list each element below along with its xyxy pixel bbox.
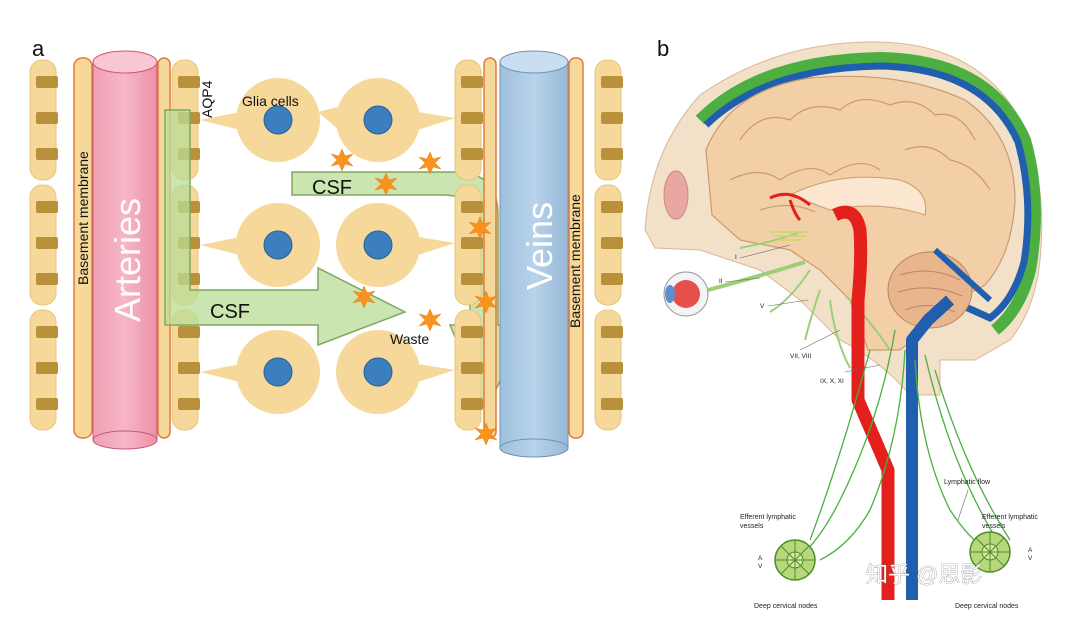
waste-particle [418, 308, 442, 332]
arteries-label: Arteries [107, 198, 148, 322]
csf-label-lower: CSF [210, 301, 250, 323]
panel-b-letter: b [657, 36, 669, 61]
glia-cell [200, 78, 345, 162]
jugular-vein [906, 295, 955, 600]
veins-label: Veins [519, 202, 560, 290]
waste-particle [330, 148, 354, 172]
glia-cell [336, 203, 455, 287]
nasal-tissue [663, 170, 689, 220]
basement-membrane-right-label: Basement membrane [567, 194, 583, 328]
glia-cells [200, 78, 455, 414]
csf-arrow-periarterial [164, 109, 407, 347]
node-mark-right-a: A [1028, 547, 1033, 554]
endothelial-column-left-outer [29, 59, 59, 431]
efferent-right-line1: Efferent lymphatic [982, 514, 1038, 521]
endothelial-column-right-outer [594, 59, 624, 431]
eye [663, 271, 709, 317]
cerebral-arteries [769, 192, 811, 222]
glia-cell [200, 330, 320, 414]
glia-cell [200, 203, 320, 287]
basement-membrane-vein-inner [483, 57, 497, 439]
corpus-callosum [788, 176, 927, 216]
glia-cell [336, 330, 455, 414]
glia-cell [336, 78, 455, 162]
leader-lines [724, 244, 969, 521]
artery-vessel [92, 50, 158, 450]
cerebellum [887, 251, 973, 329]
basement-membrane-left-label: Basement membrane [75, 151, 91, 285]
nerve-IX-X-XI-label: IX, X, XI [820, 378, 844, 385]
watermark: 知乎 @思影 [866, 562, 982, 587]
efferent-right-line2: vessels [982, 523, 1006, 530]
node-mark-left-a: A [758, 555, 763, 562]
lymph-node-left [774, 539, 816, 581]
basement-membrane-left [73, 57, 93, 439]
transverse-sinus [932, 247, 993, 303]
deep-nodes-right-label: Deep cervical nodes [955, 603, 1019, 610]
deep-nodes-left-label: Deep cervical nodes [754, 603, 818, 610]
glia-cells-label: Glia cells [242, 93, 299, 109]
nerve-V-label: V [760, 303, 765, 310]
panel-a: a Basement membrane Arteries AQP4 [29, 36, 624, 458]
waste-label: Waste [390, 331, 429, 347]
node-mark-left-v: V [758, 563, 763, 570]
basement-membrane-right [568, 57, 584, 439]
efferent-left-line1: Efferent lymphatic [740, 514, 796, 521]
vein-vessel [499, 50, 569, 458]
optic-nerve [707, 260, 806, 292]
efferent-left-line2: vessels [740, 523, 764, 530]
sagittal-sinus [703, 62, 1032, 323]
panel-b: b [644, 36, 1043, 610]
olfactory-bulb [770, 231, 810, 241]
cranial-nerves [739, 231, 891, 369]
lymph-node-right [969, 531, 1011, 573]
lymphatic-flow-label: Lymphatic flow [944, 479, 991, 486]
node-mark-right-v: V [1028, 555, 1033, 562]
carotid-artery [832, 205, 895, 600]
cervical-lymphatics [799, 329, 1011, 561]
brain-gyri [729, 99, 991, 213]
panel-a-letter: a [32, 36, 45, 61]
endfeet-column-right [454, 59, 484, 431]
nerve-II-label: II [719, 278, 723, 285]
csf-label-upper: CSF [312, 177, 352, 199]
aqp4-label: AQP4 [199, 80, 215, 118]
nerve-VII-VIII-label: VII, VIII [790, 353, 812, 360]
waste-particle [418, 151, 442, 175]
meningeal-lymphatic-band [695, 51, 1041, 335]
nerve-I-label: I [735, 254, 737, 261]
